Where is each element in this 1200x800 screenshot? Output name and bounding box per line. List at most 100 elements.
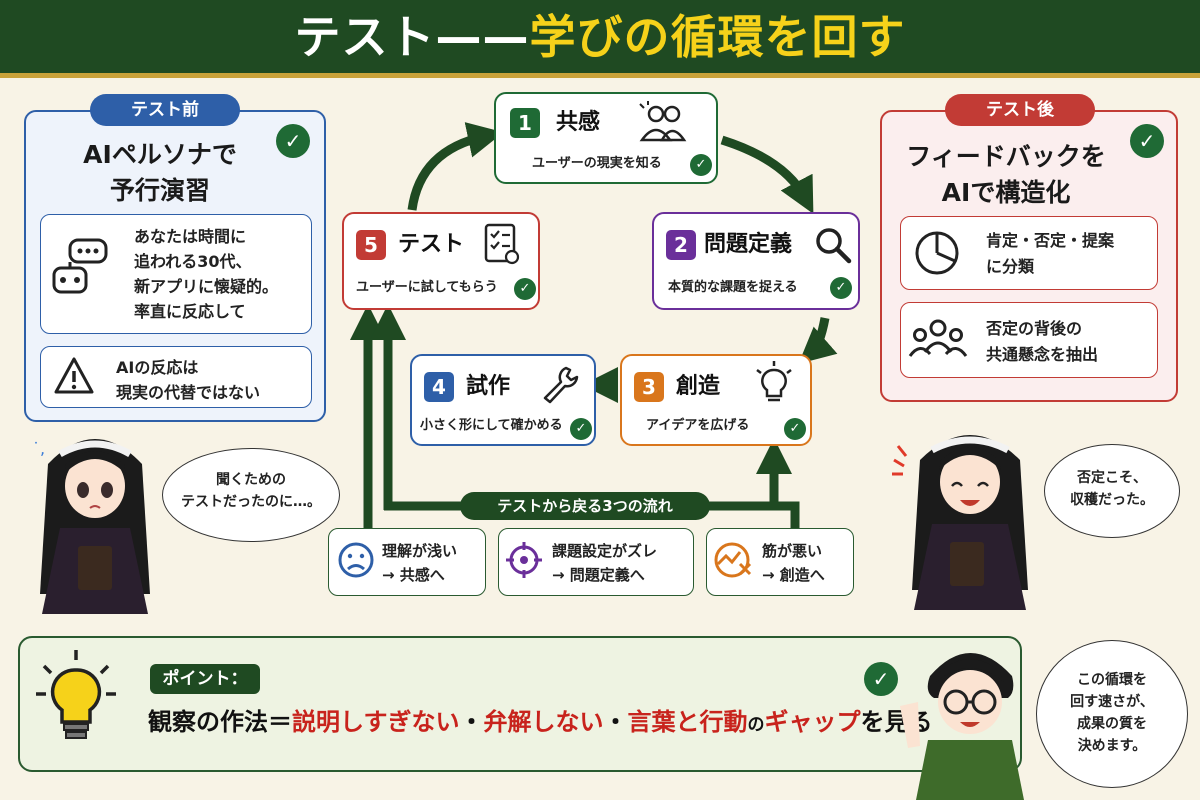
step-number: 2 bbox=[666, 230, 696, 260]
speech-bubble-left: 聞くための テストだったのに…。 bbox=[162, 448, 340, 542]
point-statement: 観察の作法＝説明しすぎない・弁解しない・言葉と行動のギャップを見る bbox=[148, 704, 933, 743]
maid-girl-worried-illustration: ˙, bbox=[32, 439, 150, 614]
point-item-3b: ギャップ bbox=[764, 708, 861, 736]
speech-bubble-right: 否定こそ、 収穫だった。 bbox=[1044, 444, 1180, 538]
check-icon: ✓ bbox=[514, 278, 536, 300]
point-item-2: 弁解しない bbox=[483, 708, 604, 736]
boy-with-glasses-illustration bbox=[900, 653, 1024, 800]
warning-icon bbox=[54, 357, 94, 394]
step-title: テスト bbox=[398, 232, 465, 257]
step-title: 創造 bbox=[676, 374, 721, 399]
return-flow-line1: 筋が悪い bbox=[762, 542, 823, 560]
speech-line: テストだったのに…。 bbox=[181, 494, 321, 510]
check-icon: ✓ bbox=[570, 418, 592, 440]
bad-trend-icon bbox=[714, 542, 752, 578]
return-flows-label: テストから戻る3つの流れ bbox=[460, 492, 710, 520]
header-bar bbox=[0, 0, 1200, 78]
persona-prompt-line1: あなたは時間に bbox=[134, 227, 247, 246]
persona-prompt-box bbox=[40, 214, 312, 334]
check-icon: ✓ bbox=[830, 277, 852, 299]
lightbulb-icon bbox=[756, 361, 792, 402]
persona-prompt-line2: 追われる30代、 bbox=[134, 252, 252, 271]
step-desc: 本質的な課題を捉える bbox=[668, 280, 798, 295]
speech-line: 決めます。 bbox=[1077, 738, 1147, 754]
return-flow-line1: 理解が浅い bbox=[382, 542, 458, 560]
title-part-1: テスト—— bbox=[294, 10, 530, 64]
step-desc: ユーザーに試してもらう bbox=[356, 280, 498, 295]
after-title-line2: AIで構造化 bbox=[941, 178, 1071, 207]
step-define bbox=[652, 212, 860, 310]
return-flow-line1: 課題設定がズレ bbox=[552, 542, 658, 560]
arrow-empathy-to-define bbox=[720, 135, 814, 214]
title-part-2: 学びの循環を回す bbox=[529, 10, 906, 64]
after-test-pill: テスト後 bbox=[945, 94, 1095, 126]
step-title: 共感 bbox=[556, 110, 601, 135]
point-connector: の bbox=[747, 715, 765, 735]
step-number: 4 bbox=[424, 372, 454, 402]
ai-warning-line1: AIの反応は bbox=[116, 358, 199, 377]
maid-girl-smiling-illustration bbox=[892, 435, 1028, 610]
point-separator: ・ bbox=[603, 708, 628, 736]
persona-prompt-line4: 率直に反応して bbox=[134, 302, 246, 321]
checklist-icon bbox=[484, 223, 520, 265]
wrench-icon bbox=[543, 366, 579, 404]
people-icon bbox=[639, 101, 687, 142]
extract-line1: 否定の背後の bbox=[986, 319, 1083, 338]
step-desc: ユーザーの現実を知る bbox=[532, 156, 662, 171]
extract-line2: 共通懸念を抽出 bbox=[986, 345, 1099, 364]
point-panel bbox=[18, 636, 1022, 772]
before-title-line1: AIペルソナで bbox=[83, 140, 237, 169]
check-icon: ✓ bbox=[276, 124, 310, 158]
step-desc: 小さく形にして確かめる bbox=[420, 418, 563, 433]
step-number: 3 bbox=[634, 372, 664, 402]
speech-line: 否定こそ、 bbox=[1077, 470, 1147, 486]
before-test-pill: テスト前 bbox=[90, 94, 240, 126]
extract-box bbox=[900, 302, 1158, 378]
people-group-icon bbox=[908, 319, 968, 357]
sad-face-icon bbox=[338, 542, 374, 578]
pie-chart-icon bbox=[915, 231, 959, 275]
step-empathize bbox=[494, 92, 718, 184]
speech-line: この循環を bbox=[1077, 672, 1147, 688]
classify-box bbox=[900, 216, 1158, 290]
return-flow-line2: → 創造へ bbox=[762, 566, 825, 584]
return-flow-line2: → 問題定義へ bbox=[552, 566, 645, 584]
check-icon: ✓ bbox=[690, 154, 712, 176]
classify-line2: に分類 bbox=[986, 257, 1035, 276]
step-number: 5 bbox=[356, 230, 386, 260]
step-desc: アイデアを広げる bbox=[646, 418, 750, 433]
ai-warning-line2: 現実の代替ではない bbox=[116, 383, 261, 402]
target-icon bbox=[506, 542, 542, 578]
step-title: 試作 bbox=[466, 374, 511, 399]
point-separator: ・ bbox=[459, 708, 484, 736]
persona-prompt-line3: 新アプリに懐疑的。 bbox=[134, 277, 279, 296]
speech-line: 聞くための bbox=[216, 472, 286, 488]
classify-line1: 肯定・否定・提案 bbox=[986, 231, 1115, 250]
return-flow-define bbox=[498, 528, 694, 596]
point-lead: 観察の作法＝ bbox=[148, 708, 292, 736]
svg-text:˙,: ˙, bbox=[32, 439, 45, 458]
point-item-3a: 言葉と行動 bbox=[627, 708, 748, 736]
return-flow-line2: → 共感へ bbox=[382, 566, 445, 584]
speech-bubble-boy: この循環を 回す速さが、 成果の質を 決めます。 bbox=[1036, 640, 1188, 788]
speech-line: 収穫だった。 bbox=[1070, 492, 1154, 508]
point-tail: を見る bbox=[860, 708, 933, 736]
page-title: テスト——学びの循環を回す bbox=[0, 6, 1200, 68]
check-icon: ✓ bbox=[1130, 124, 1164, 158]
point-label: ポイント： bbox=[150, 664, 260, 694]
before-title-line2: 予行演習 bbox=[109, 176, 210, 205]
arrow-define-to-ideate bbox=[798, 317, 838, 364]
chatbot-icon bbox=[52, 238, 108, 294]
speech-line: 回す速さが、 bbox=[1070, 694, 1154, 710]
point-item-1: 説明しすぎない bbox=[292, 708, 460, 736]
speech-line: 成果の質を bbox=[1077, 716, 1147, 732]
step-title: 問題定義 bbox=[704, 232, 793, 257]
after-title-line1: フィードバックを bbox=[906, 142, 1106, 171]
check-icon: ✓ bbox=[864, 662, 898, 696]
step-number: 1 bbox=[510, 108, 540, 138]
arrow-test-to-empathy bbox=[407, 122, 504, 211]
return-flow-empathize bbox=[328, 528, 486, 596]
magnifier-icon bbox=[816, 228, 852, 264]
lightbulb-icon bbox=[36, 650, 116, 739]
check-icon: ✓ bbox=[784, 418, 806, 440]
